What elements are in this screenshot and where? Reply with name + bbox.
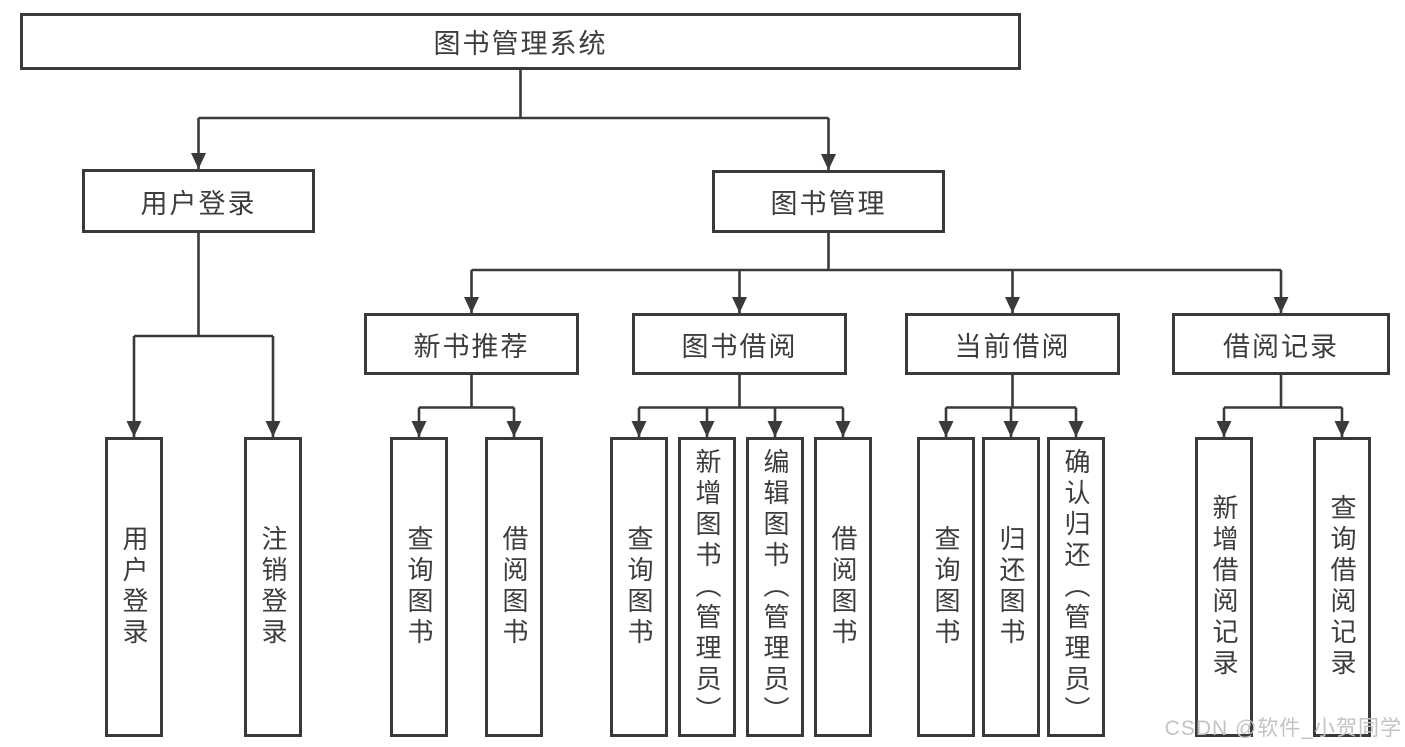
leaf-bb-edit-books-admin: 编辑图书（管理员）: [746, 437, 804, 737]
node-user-login: 用户登录: [82, 169, 315, 233]
node-book-management: 图书管理: [712, 170, 945, 233]
leaf-logout-login: 注销登录: [244, 437, 302, 737]
leaf-nr-borrow-books: 借阅图书: [485, 437, 543, 737]
leaf-cb-return-books: 归还图书: [982, 437, 1040, 737]
node-new-book-recommend: 新书推荐: [364, 313, 579, 375]
node-book-borrowing: 图书借阅: [632, 313, 847, 375]
leaf-br-query-record: 查询借阅记录: [1313, 437, 1371, 737]
leaf-bb-add-books-admin: 新增图书（管理员）: [678, 437, 736, 737]
leaf-bb-borrow-books: 借阅图书: [814, 437, 872, 737]
leaf-cb-query-books: 查询图书: [917, 437, 975, 737]
node-borrowing-records: 借阅记录: [1172, 313, 1390, 375]
csdn-watermark: CSDN @软件_小贺同学: [1164, 717, 1402, 740]
leaf-nr-query-books: 查询图书: [390, 437, 448, 737]
leaf-cb-confirm-return-admin: 确认归还（管理员）: [1047, 437, 1105, 737]
node-root-library-management-system: 图书管理系统: [20, 13, 1021, 70]
node-current-borrowing: 当前借阅: [905, 313, 1120, 375]
leaf-br-add-record: 新增借阅记录: [1195, 437, 1253, 737]
leaf-user-login: 用户登录: [105, 437, 163, 737]
leaf-bb-query-books: 查询图书: [610, 437, 668, 737]
